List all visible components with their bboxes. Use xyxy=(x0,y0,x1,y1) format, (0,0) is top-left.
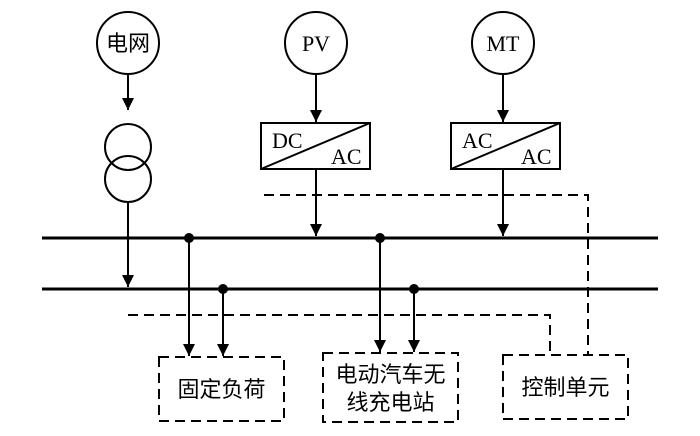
ev-station-border xyxy=(322,352,459,423)
control-unit-label: 控制单元 xyxy=(521,375,609,400)
mt-source-label: MT xyxy=(487,31,521,56)
fixed-load-box: 固定负荷 xyxy=(158,356,285,422)
mt-converter-diagonal xyxy=(450,122,561,170)
pv-converter: DC AC xyxy=(260,122,371,170)
transformer xyxy=(104,123,152,203)
pv-converter-input: DC xyxy=(272,128,303,153)
fixed-load-border xyxy=(158,356,285,422)
mt-converter-box xyxy=(450,122,561,170)
mt-source: MT xyxy=(471,11,535,75)
grid-source: 电网 xyxy=(96,11,160,75)
control-unit-box: 控制单元 xyxy=(502,354,629,420)
pv-source-label: PV xyxy=(302,31,330,56)
ev-station-label-line1: 电动汽车无 xyxy=(335,362,445,387)
pv-converter-output: AC xyxy=(331,144,362,169)
fixed-load-label: 固定负荷 xyxy=(177,377,265,402)
control-line-lower xyxy=(128,314,551,354)
pv-source: PV xyxy=(284,11,348,75)
mt-converter: AC AC xyxy=(450,122,561,170)
control-unit-border xyxy=(502,354,629,420)
pv-converter-diagonal xyxy=(260,122,371,170)
mt-converter-input: AC xyxy=(462,128,493,153)
grid-source-label: 电网 xyxy=(106,31,150,56)
mt-converter-output: AC xyxy=(521,144,552,169)
transformer-lower-coil xyxy=(104,155,152,203)
ev-station-label-line2: 线充电站 xyxy=(346,390,434,415)
control-line-upper xyxy=(264,194,589,354)
transformer-upper-coil xyxy=(104,123,152,171)
ev-station-box: 电动汽车无 线充电站 xyxy=(322,352,459,423)
